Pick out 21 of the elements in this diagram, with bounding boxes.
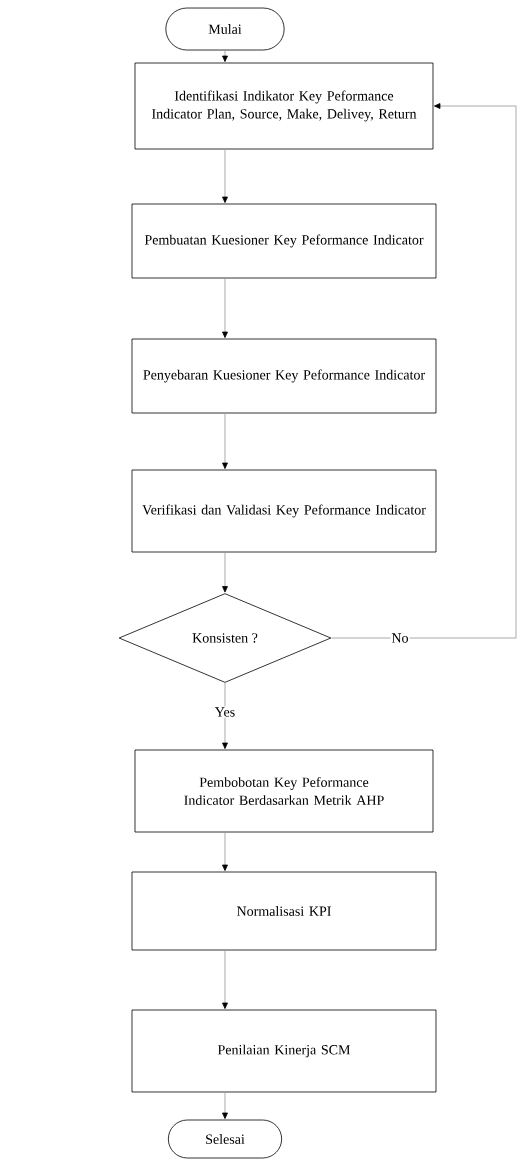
process-box: Penilaian Kinerja SCM bbox=[131, 1009, 437, 1093]
arrow bbox=[222, 552, 228, 593]
arrow bbox=[222, 278, 228, 338]
arrow bbox=[222, 832, 228, 871]
terminator: Selesai bbox=[167, 1119, 283, 1159]
arrow bbox=[222, 950, 228, 1009]
process-box: Pembobotan Key Peformance Indicator Berdasarkan Metrik AHP bbox=[134, 749, 434, 833]
process-box: Identifikasi Indikator Key Peformance Indicator Plan, Source, Make, Delivey, Return bbox=[134, 62, 434, 150]
edge-label: No bbox=[390, 632, 410, 644]
process-box: Verifikasi dan Validasi Key Peformance Indicator bbox=[131, 469, 437, 553]
process-box: Normalisasi KPI bbox=[131, 871, 437, 951]
arrow bbox=[222, 682, 228, 749]
edge-label: Yes bbox=[213, 706, 237, 718]
arrow bbox=[222, 149, 228, 203]
arrow bbox=[222, 50, 228, 62]
process-box: Penyebaran Kuesioner Key Peformance Indicator bbox=[131, 338, 437, 414]
terminator: Mulai bbox=[165, 7, 285, 51]
arrow bbox=[331, 103, 517, 639]
arrow bbox=[222, 1092, 228, 1119]
process-box: Pembuatan Kuesioner Key Peformance Indicator bbox=[131, 203, 437, 279]
arrow bbox=[222, 413, 228, 469]
